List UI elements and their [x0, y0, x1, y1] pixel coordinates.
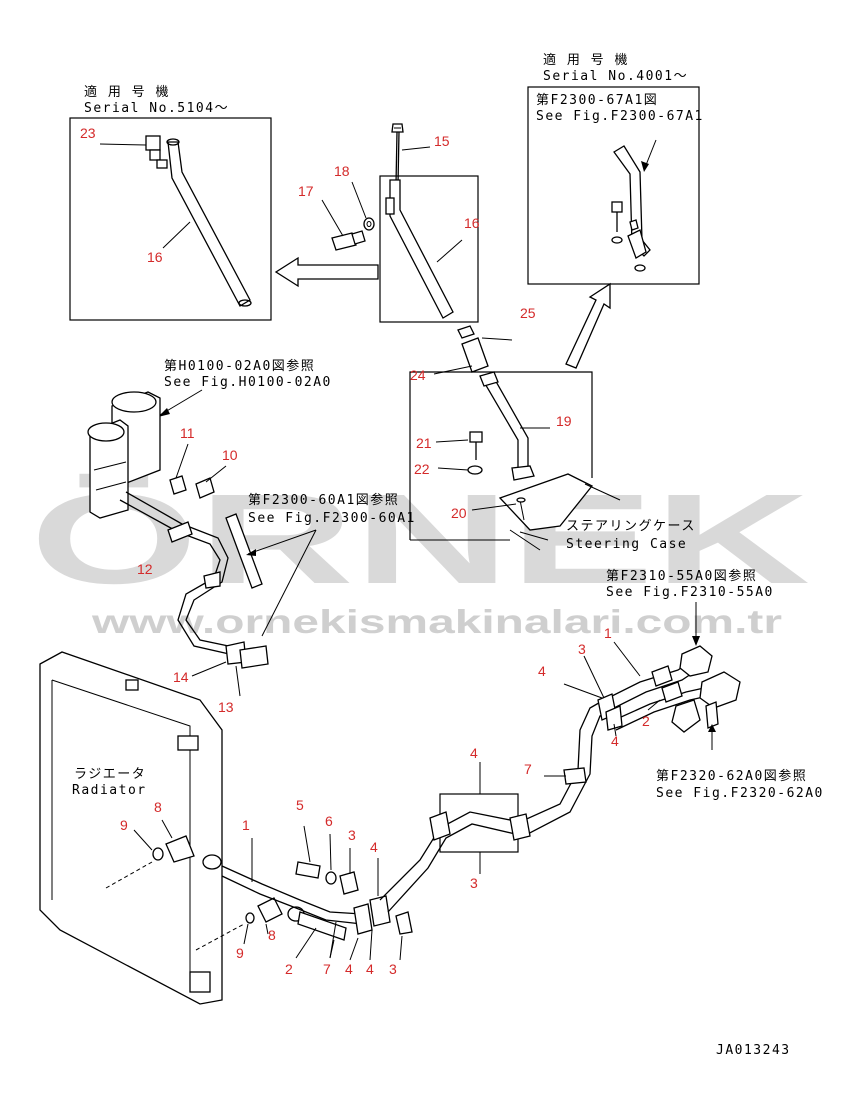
- label-6: 6: [325, 813, 333, 829]
- label-20: 20: [451, 505, 467, 521]
- ref-67a1: See Fig.F2300-67A1: [536, 109, 704, 124]
- drawing-id: JA013243: [716, 1043, 791, 1058]
- label-10: 10: [222, 447, 238, 463]
- serial-b: Serial No.4001～: [543, 69, 688, 84]
- label-4-a: 4: [370, 839, 378, 855]
- label-16-center: 16: [464, 215, 480, 231]
- hose-run: 1 5 6 3 4 2 7 4 4 3 4 3 7: [221, 699, 613, 977]
- inset-serial-4001: 適 用 号 機 Serial No.4001～ 第F2300-67A1図 See…: [527, 52, 704, 285]
- label-1-upper: 1: [604, 625, 612, 641]
- ref-67a1-jp: 第F2300-67A1図: [536, 93, 658, 108]
- label-4-c: 4: [366, 961, 374, 977]
- label-13: 13: [218, 699, 234, 715]
- ref-60a1-jp: 第F2300-60A1図参照: [248, 492, 399, 508]
- label-8-upper: 8: [154, 799, 162, 815]
- label-9-lower: 9: [236, 945, 244, 961]
- ref-62a0-jp: 第F2320-62A0図参照: [656, 768, 807, 784]
- label-7-lower: 7: [323, 961, 331, 977]
- steering: Steering Case: [566, 537, 687, 552]
- label-25: 25: [520, 305, 536, 321]
- ref-60a1: See Fig.F2300-60A1: [248, 511, 416, 526]
- label-4-b: 4: [345, 961, 353, 977]
- steering-jp: ステアリングケース: [566, 519, 696, 534]
- label-16-inset-a: 16: [147, 249, 163, 265]
- ref-62a0: See Fig.F2320-62A0: [656, 786, 824, 801]
- label-5: 5: [296, 797, 304, 813]
- label-21: 21: [416, 435, 432, 451]
- label-3-upper: 3: [578, 641, 586, 657]
- label-23: 23: [80, 125, 96, 141]
- label-3-box: 3: [470, 875, 478, 891]
- label-17: 17: [298, 183, 314, 199]
- arrow-to-inset-b: [565, 282, 611, 369]
- label-8-lower: 8: [268, 927, 276, 943]
- ref-h0100-jp: 第H0100-02A0図参照: [164, 358, 315, 374]
- label-2-lower: 2: [285, 961, 293, 977]
- label-11: 11: [180, 425, 195, 441]
- radiator: ラジエータ Radiator 8 9 8 9: [39, 651, 305, 1005]
- watermark-url: www.ornekismakinalari.com.tr: [91, 603, 783, 640]
- tank-detail: 第H0100-02A0図参照 See Fig.H0100-02A0 第F2300…: [87, 358, 416, 715]
- serial-a-jp: 適 用 号 機: [84, 84, 170, 100]
- watermark: ÖRNEK www.ornekismakinalari.com.tr: [30, 468, 810, 640]
- valve-connection-detail: 第F2310-55A0図参照 See Fig.F2310-55A0 1 3 4 …: [538, 568, 824, 801]
- ref-h0100: See Fig.H0100-02A0: [164, 375, 332, 390]
- label-22: 22: [414, 461, 430, 477]
- arrow-to-inset-a: [274, 256, 379, 288]
- label-14: 14: [173, 669, 189, 685]
- label-24: 24: [410, 367, 426, 383]
- label-15: 15: [434, 133, 450, 149]
- label-4-box: 4: [470, 745, 478, 761]
- label-4-upper-b: 4: [611, 733, 619, 749]
- steering-case-detail: 25 24 19 21 22 20 ステアリングケース Steering Cas…: [409, 305, 696, 552]
- serial-a: Serial No.5104～: [84, 101, 229, 116]
- label-3-a: 3: [348, 827, 356, 843]
- serial-b-jp: 適 用 号 機: [543, 52, 629, 68]
- label-4-upper-a: 4: [538, 663, 546, 679]
- radiator-en: Radiator: [72, 783, 147, 798]
- ref-55a0-jp: 第F2310-55A0図参照: [606, 568, 757, 584]
- label-3-b: 3: [389, 961, 397, 977]
- ref-55a0: See Fig.F2310-55A0: [606, 585, 774, 600]
- radiator-jp: ラジエータ: [74, 767, 146, 782]
- dipstick-detail: 15 18 17 16: [298, 123, 480, 323]
- inset-serial-5104: 適 用 号 機 Serial No.5104～ 23 16: [69, 84, 272, 321]
- label-9-upper: 9: [120, 817, 128, 833]
- label-7-right: 7: [524, 761, 532, 777]
- label-19: 19: [556, 413, 572, 429]
- label-1-lower: 1: [242, 817, 250, 833]
- label-12: 12: [137, 561, 153, 577]
- label-18: 18: [334, 163, 350, 179]
- label-2-upper: 2: [642, 713, 650, 729]
